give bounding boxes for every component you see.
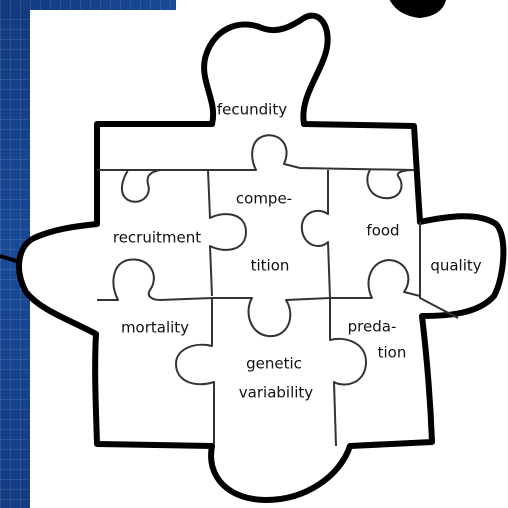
divider-left-upper: [207, 169, 247, 297]
divider-recruitment-knob: [121, 169, 161, 203]
divider-left-lower: [175, 298, 215, 444]
puzzle-outline: [16, 12, 507, 503]
divider-quality: [419, 222, 459, 319]
divider-top-row: [97, 134, 415, 171]
divider-right-upper: [300, 170, 331, 299]
piece-divisions: [97, 134, 459, 447]
divider-right-lower: [329, 298, 367, 447]
label-predation-line1: preda-: [347, 317, 397, 336]
label-competition-line2: tition: [250, 256, 290, 275]
label-genetic: genetic: [246, 354, 302, 373]
slide-background-top: [0, 0, 176, 10]
label-competition-line1: compe-: [235, 189, 293, 208]
label-fecundity: fecundity: [216, 100, 288, 119]
divider-food-knob: [366, 169, 415, 200]
neighbor-piece-fragment: [389, 0, 447, 19]
label-variability: variability: [238, 383, 314, 402]
divider-middle-row: [97, 258, 421, 338]
label-recruitment: recruitment: [112, 228, 202, 247]
label-quality: quality: [430, 256, 482, 275]
label-food: food: [366, 221, 400, 240]
label-predation-line2: tion: [377, 343, 407, 362]
label-mortality: mortality: [120, 318, 190, 337]
